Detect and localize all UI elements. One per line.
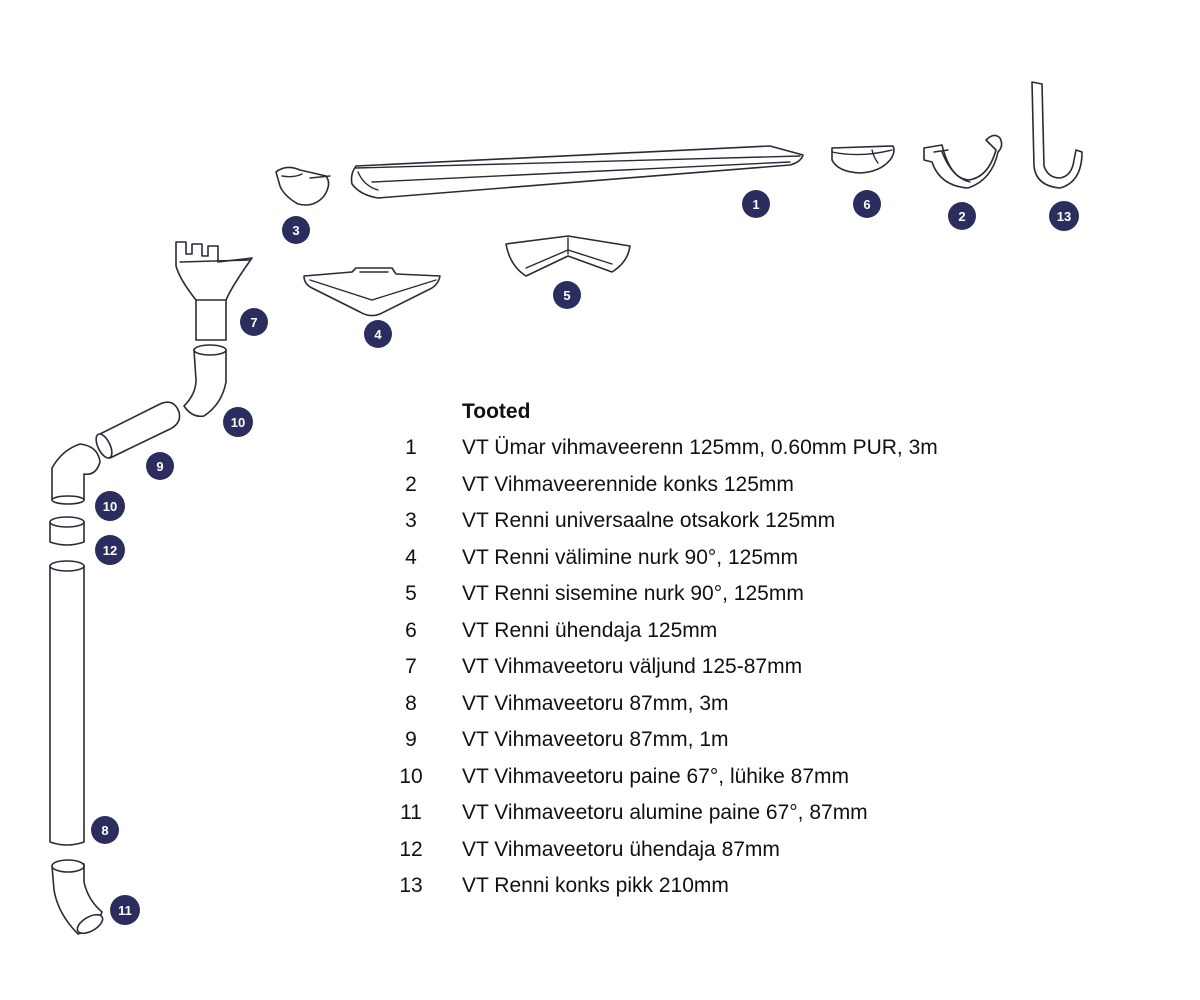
svg-text:13: 13 (1057, 209, 1071, 224)
badge-long-hook: 13 (1049, 201, 1079, 231)
legend-item-number: 7 (405, 655, 417, 678)
legend-item-name: VT Vihmaveetoru paine 67°, lühike 87mm (462, 765, 850, 788)
legend-item-number: 11 (400, 801, 422, 824)
legend-item-number: 5 (405, 582, 417, 605)
badge-bottom-bend: 11 (110, 895, 140, 925)
badge-lower-bend: 10 (95, 491, 125, 521)
svg-text:8: 8 (101, 823, 108, 838)
badge-hook: 2 (948, 202, 976, 230)
badge-end-cap: 3 (282, 216, 310, 244)
legend-item-number: 13 (399, 874, 423, 897)
svg-text:3: 3 (292, 223, 299, 238)
legend-item-number: 9 (405, 728, 417, 751)
badge-long-pipe: 8 (91, 816, 119, 844)
badge-outer-corner: 4 (364, 320, 392, 348)
legend-item-name: VT Vihmaveetoru 87mm, 3m (462, 692, 729, 715)
svg-text:2: 2 (958, 209, 965, 224)
short-pipe-part (95, 401, 181, 459)
svg-text:10: 10 (231, 415, 245, 430)
legend-item-name: VT Vihmaveetoru väljund 125-87mm (462, 655, 803, 678)
svg-text:7: 7 (250, 315, 257, 330)
svg-text:9: 9 (156, 459, 163, 474)
legend-item-name: VT Ümar vihmaveerenn 125mm, 0.60mm PUR, … (462, 436, 938, 459)
inner-corner-part (505, 235, 631, 277)
legend-item-name: VT Renni välimine nurk 90°, 125mm (462, 546, 798, 569)
badge-connector: 6 (853, 190, 881, 218)
legend-item-number: 4 (405, 546, 417, 569)
legend-item-name: VT Vihmaveetoru alumine paine 67°, 87mm (462, 801, 868, 824)
svg-text:12: 12 (103, 543, 117, 558)
legend-item-number: 1 (405, 436, 417, 459)
long-hook-part (1031, 81, 1083, 189)
legend-item-number: 10 (399, 765, 423, 788)
svg-text:5: 5 (563, 288, 570, 303)
legend-item-number: 8 (405, 692, 417, 715)
legend-item-name: VT Vihmaveetoru ühendaja 87mm (462, 838, 780, 861)
bottom-bend-part (51, 859, 104, 935)
badge-pipe-connector: 12 (95, 535, 125, 565)
legend-item-number: 2 (405, 473, 417, 496)
svg-text:11: 11 (118, 903, 132, 918)
badge-upper-bend: 10 (223, 407, 253, 437)
legend-item-name: VT Renni ühendaja 125mm (462, 619, 718, 642)
gutter-connector-part (831, 145, 895, 174)
outer-corner-part (303, 267, 441, 317)
gutter-hook-part (923, 134, 1003, 189)
gutter-part (350, 145, 804, 199)
legend-item-number: 6 (405, 619, 417, 642)
svg-text:1: 1 (752, 197, 759, 212)
pipe-connector-part (49, 516, 85, 546)
badge-gutter: 1 (742, 190, 770, 218)
outlet-part (175, 241, 253, 341)
badge-inner-corner: 5 (553, 281, 581, 309)
end-cap-part (275, 166, 331, 206)
legend-item-name: VT Renni sisemine nurk 90°, 125mm (462, 582, 804, 605)
badge-outlet: 7 (240, 308, 268, 336)
legend-item-name: VT Renni universaalne otsakork 125mm (462, 509, 836, 532)
legend-item-number: 3 (405, 509, 417, 532)
lower-bend-part (51, 443, 101, 505)
svg-text:10: 10 (103, 499, 117, 514)
badge-short-pipe: 9 (146, 452, 174, 480)
upper-bend-part (183, 344, 227, 418)
long-pipe-part (49, 560, 85, 846)
legend-title: Tooted (462, 400, 531, 423)
legend-item-number: 12 (399, 838, 423, 861)
legend-item-name: VT Vihmaveetoru 87mm, 1m (462, 728, 729, 751)
legend-item-name: VT Renni konks pikk 210mm (462, 874, 729, 897)
svg-text:4: 4 (374, 327, 382, 342)
svg-text:6: 6 (863, 197, 870, 212)
legend-item-name: VT Vihmaveerennide konks 125mm (462, 473, 794, 496)
